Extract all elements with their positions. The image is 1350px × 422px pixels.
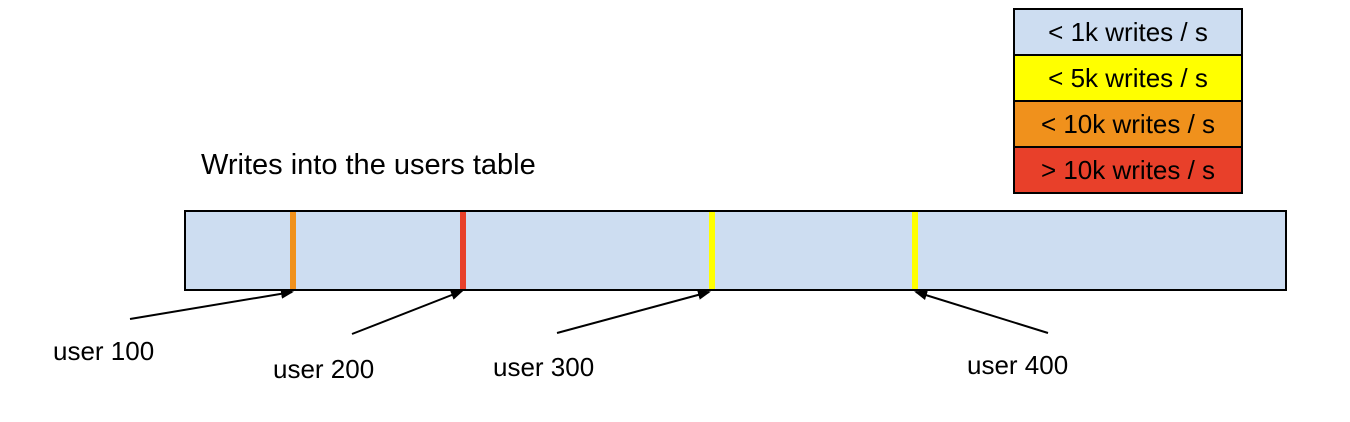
legend: < 1k writes / s < 5k writes / s < 10k wr… — [1013, 8, 1243, 194]
arrow-user-300 — [556, 290, 711, 334]
diagram-title: Writes into the users table — [201, 149, 536, 181]
write-hotspot-marker-user-100 — [290, 212, 296, 289]
arrow-user-100 — [129, 288, 294, 320]
legend-item-label: > 10k writes / s — [1040, 154, 1216, 185]
user-label-200: user 200 — [273, 354, 375, 384]
user-label-300: user 300 — [493, 352, 595, 382]
legend-item-lt-5k: < 5k writes / s — [1013, 54, 1243, 102]
legend-item-label: < 1k writes / s — [1048, 16, 1208, 47]
arrow-user-400 — [914, 290, 1049, 334]
legend-item-label: < 10k writes / s — [1040, 108, 1216, 139]
legend-item-label: < 5k writes / s — [1048, 62, 1208, 93]
legend-item-gt-10k: > 10k writes / s — [1013, 146, 1243, 194]
users-table-bar — [184, 210, 1287, 291]
write-hotspot-marker-user-200 — [460, 212, 466, 289]
legend-item-lt-10k: < 10k writes / s — [1013, 100, 1243, 148]
write-hotspot-marker-user-400 — [912, 212, 918, 289]
write-hotspot-marker-user-300 — [709, 212, 715, 289]
arrow-user-200 — [351, 290, 464, 335]
legend-item-lt-1k: < 1k writes / s — [1013, 8, 1243, 56]
user-label-400: user 400 — [967, 350, 1069, 380]
user-label-100: user 100 — [53, 336, 155, 366]
